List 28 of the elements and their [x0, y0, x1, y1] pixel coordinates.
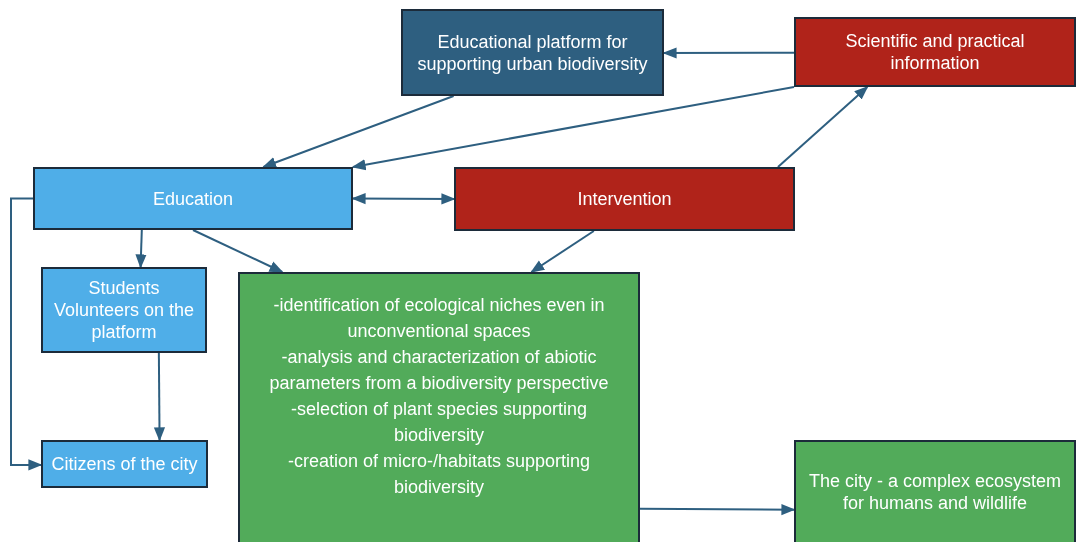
arrow: [639, 504, 796, 516]
intervention-box: [454, 167, 795, 231]
arrow: [776, 86, 869, 168]
node-text: Scientific and practical information: [844, 30, 1026, 74]
process-box: [41, 440, 208, 488]
node-text: -analysis and characterization of abiotic parameters from a biodiversity perspective: [268, 346, 610, 395]
outcome-box: [794, 440, 1076, 542]
node-text: The city - a complex ecosystem for humans and wildlife: [807, 470, 1063, 514]
arrow: [135, 229, 147, 269]
arrow: [192, 229, 284, 273]
node-text: -selection of plant species supporting biodiversity: [289, 398, 589, 447]
node-text: -creation of micro-/habitats supporting biodiversity: [286, 450, 592, 499]
education-box: [33, 167, 353, 230]
arrow: [351, 86, 795, 171]
node-text: -identification of ecological niches even in unconventional spaces: [272, 294, 606, 343]
node-text: Education: [152, 187, 234, 210]
activities-box: [238, 272, 640, 542]
node-text: Educational platform for supporting urban biodiversity: [416, 30, 649, 75]
node-text: Students Volunteers on the platform: [52, 277, 196, 343]
node-text: Intervention: [577, 188, 672, 210]
information-box: [794, 17, 1076, 87]
process-box: [41, 267, 207, 353]
platform-box: [401, 9, 664, 96]
arrow: [153, 352, 166, 442]
arrow: [262, 95, 455, 168]
arrow: [10, 197, 43, 471]
node-text: Citizens of the city: [51, 453, 198, 475]
arrow: [530, 230, 595, 273]
